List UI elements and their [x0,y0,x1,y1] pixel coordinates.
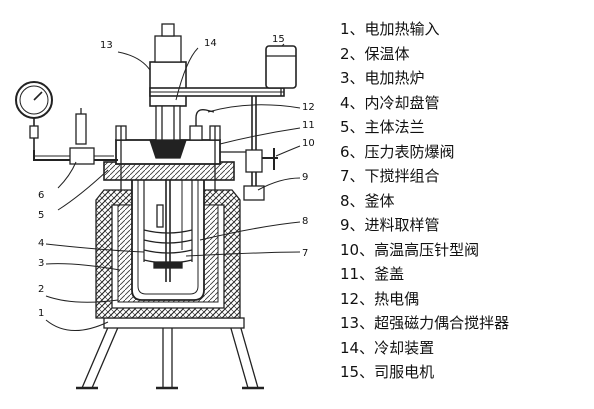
legend-item-4: 4、内冷却盘管 [340,93,440,112]
legend-item-14: 14、冷却装置 [340,338,435,357]
callout-2: 2 [38,284,44,295]
legend-item-2: 2、保温体 [340,44,410,63]
callout-numbers: 1 2 3 4 5 6 7 8 9 10 11 12 13 14 15 [38,34,315,319]
support-legs [76,317,264,390]
callout-10: 10 [302,138,315,149]
callout-9: 9 [302,172,308,183]
legend-item-6: 6、压力表防爆阀 [340,142,455,161]
legend-item-5: 5、主体法兰 [340,118,425,136]
pressure-gauge [15,81,118,165]
servo-motor [265,45,297,96]
legend-item-10: 10、高温高压针型阀 [340,240,480,259]
callout-13: 13 [100,40,113,51]
cooling-coil [143,178,193,264]
callout-11: 11 [302,120,315,131]
legend-item-13: 13、超强磁力偶合搅拌器 [340,314,510,332]
legend-item-9: 9、进料取样管 [340,216,440,234]
legend-item-12: 12、热电偶 [340,289,420,308]
thermocouple [189,108,215,141]
callout-15: 15 [272,34,285,45]
legend-item-11: 11、釜盖 [340,265,405,283]
legend-item-8: 8、釜体 [340,191,395,210]
main-flange [103,125,235,192]
callout-1: 1 [38,308,44,319]
vessel-body [131,178,205,301]
legend-item-3: 3、电加热炉 [340,69,425,87]
callout-3: 3 [38,258,44,269]
callout-leaders [45,43,301,331]
legend-item-1: 1、电加热输入 [340,20,440,38]
callout-12: 12 [302,102,315,113]
callout-8: 8 [302,216,308,227]
callout-7: 7 [302,248,308,259]
magnetic-stirrer [149,23,187,141]
callout-5: 5 [38,210,44,221]
callout-14: 14 [204,38,217,49]
callout-4: 4 [38,238,44,249]
belt-drive [149,87,285,97]
legend-item-7: 7、下搅拌组合 [340,167,440,185]
legend-item-15: 15、司服电机 [340,363,435,381]
parts-legend: 1、电加热输入 2、保温体 3、电加热炉 4、内冷却盘管 5、主体法兰 6、压力… [340,17,590,385]
callout-6: 6 [38,190,44,201]
